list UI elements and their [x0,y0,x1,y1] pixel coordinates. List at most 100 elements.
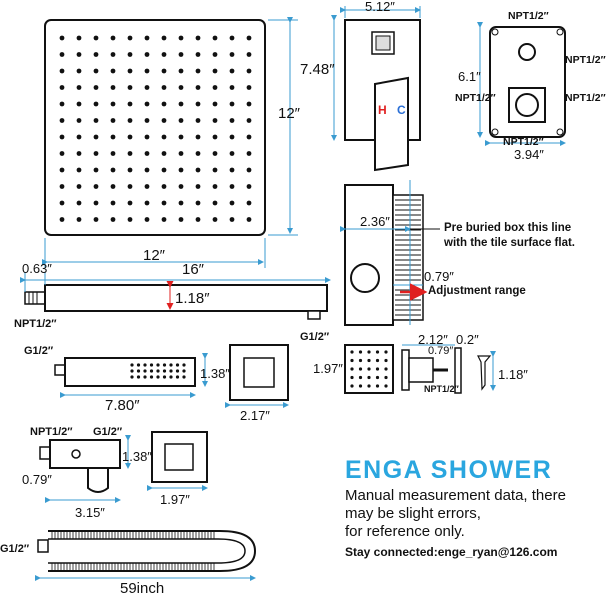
nozzle-dot [212,184,218,189]
nozzle-dot [375,367,380,371]
nozzle-dot [76,217,82,222]
box-depth-label: 2.36″ [360,214,390,229]
valve-height-label: 7.48″ [300,61,335,78]
brand-title: ENGA SHOWER [345,456,553,484]
nozzle-dot [136,369,141,373]
nozzle-dot [144,200,150,206]
pre-buried-note-1: Pre buried box this line [444,222,572,234]
nozzle-dot [384,350,388,354]
nozzle-dot [76,134,82,140]
nozzle-dot [212,118,218,123]
nozzle-dot [161,217,167,222]
nozzle-dot [178,35,184,41]
nozzle-dot [358,367,363,371]
nozzle-dot [59,200,65,206]
hand-shower [54,344,289,408]
nozzle-dot [93,217,99,222]
nozzle-dot [212,167,218,173]
nozzle-dot [93,85,99,90]
nozzle-dot [182,369,186,373]
nozzle-dot [358,384,363,388]
nozzle-dot [384,384,388,388]
nozzle-dot [136,375,141,379]
nozzle-dot [162,369,167,373]
nozzle-dot [127,167,133,173]
holder [39,431,208,503]
valve-width-label: 5.12″ [365,0,395,14]
nozzle-dot [229,68,235,74]
nozzle-dot [110,85,116,90]
nozzle-dot [161,68,167,74]
body-jet [344,344,496,394]
nozzle-dot [127,134,133,140]
nozzle-dot [156,363,160,367]
nozzle-dot [76,101,82,107]
nozzle-dot [246,167,252,173]
holder-height-label: 1.38″ [122,449,152,464]
nozzle-dot [144,35,150,41]
nozzle-dot [246,85,252,90]
nozzle-dot [161,151,167,156]
nozzle-dot [127,151,133,156]
nozzle-dot [175,375,180,379]
disclaimer-line: may be slight errors, [345,505,481,522]
nozzle-dot [110,184,116,189]
nozzle-dot [130,363,134,367]
nozzle-dot [246,151,252,156]
shower-head [42,17,298,268]
nozzle-dot [384,367,388,371]
nozzle-dot [178,217,184,222]
nozzle-dot [127,68,133,74]
cold-mark: C [397,103,406,117]
nozzle-dot [246,217,252,222]
nozzle-dot [229,52,235,57]
nozzle-dot [127,85,133,90]
nozzle-dot [144,118,150,123]
adjustment-range-label: Adjustment range [428,285,526,297]
nozzle-dot [367,358,371,363]
nozzle-dot [195,101,201,107]
nozzle-dot [358,358,363,363]
nozzle-dot [93,151,99,156]
nozzle-dot [59,68,65,74]
nozzle-dot [195,151,201,156]
nozzle-dot [127,217,133,222]
contact-line: Stay connected:enge_ryan@126.com [345,545,558,559]
nozzle-dot [384,358,388,363]
nozzle-dot [246,52,252,57]
box-height-label: 6.1″ [458,69,481,84]
box-npt-top: NPT1/2″ [508,10,549,22]
nozzle-dot [93,200,99,206]
nozzle-dot [93,134,99,140]
nozzle-dot [178,85,184,90]
nozzle-dot [169,369,173,373]
nozzle-dot [195,118,201,123]
nozzle-dot [178,52,184,57]
nozzle-dot [59,184,65,189]
nozzle-dot [110,217,116,222]
head-height-label: 12″ [278,105,300,122]
screw-length-label: 1.18″ [498,367,528,382]
nozzle-dot [246,134,252,140]
nozzle-dot [178,134,184,140]
nozzle-dot [149,363,154,367]
head-width-label: 12″ [143,247,165,264]
nozzle-dot [143,375,147,379]
nozzle-dot [246,68,252,74]
nozzle-dot [59,101,65,107]
nozzle-dot [212,68,218,74]
nozzle-dot [76,68,82,74]
nozzle-dot [229,184,235,189]
nozzle-dot [76,118,82,123]
nozzle-dot [182,375,186,379]
nozzle-dot [144,52,150,57]
valve-trim [331,6,421,172]
nozzle-dot [110,134,116,140]
nozzle-dot [59,217,65,222]
nozzle-dot [127,118,133,123]
nozzle-dot [195,35,201,41]
nozzle-dot [195,85,201,90]
box-width-label: 3.94″ [514,147,544,162]
disclaimer-line: Manual measurement data, there [345,487,566,504]
